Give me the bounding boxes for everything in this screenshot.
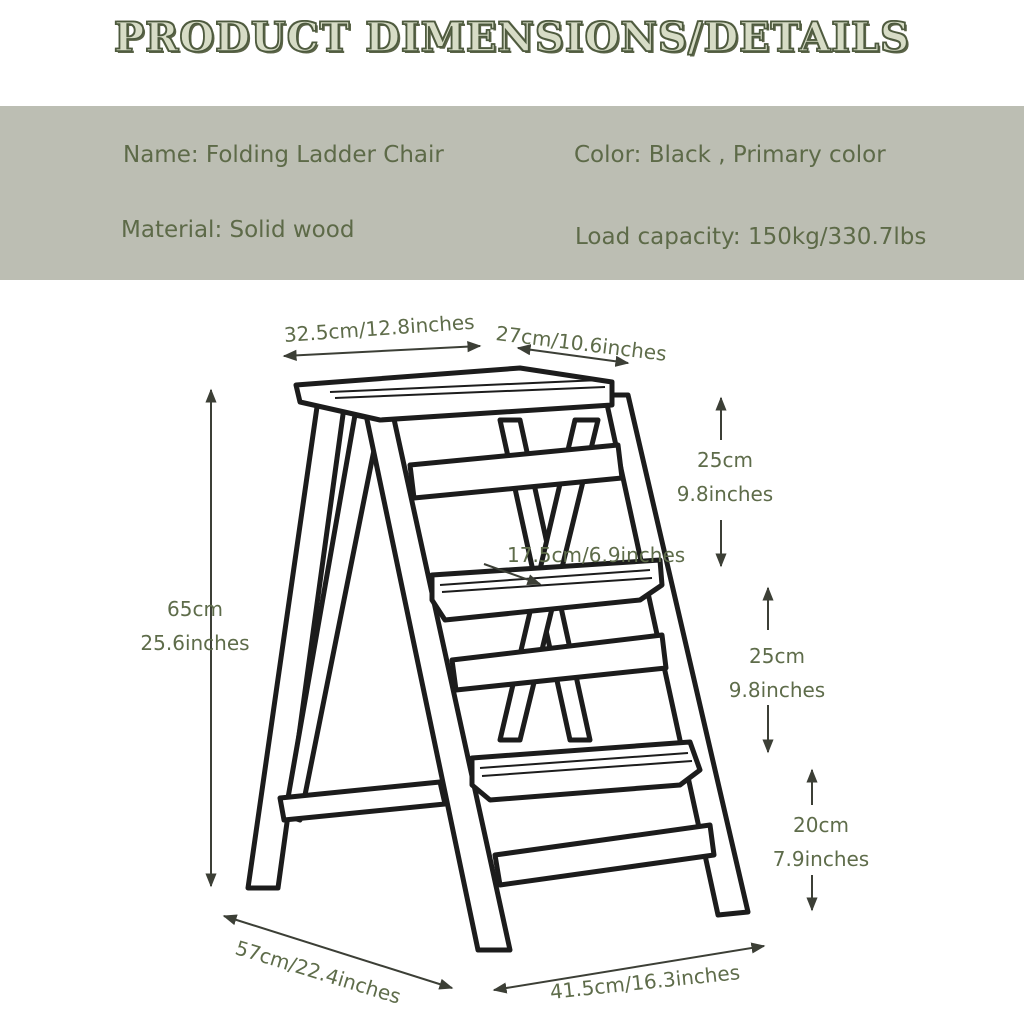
label-gap2-in: 9.8inches [728,678,826,702]
page-title: PRODUCT DIMENSIONS/DETAILS [113,13,910,62]
label-gap3-cm: 20cm [793,813,849,837]
label-height-in: 25.6inches [140,631,250,655]
spec-load-capacity: Load capacity: 150kg/330.7lbs [575,224,927,250]
label-step-depth: 17.5cm/6.9inches [507,543,686,567]
spec-name: Name: Folding Ladder Chair [123,142,444,168]
arrow-top-width [282,341,482,361]
ladder-chair-illustration [245,365,751,953]
label-height-cm: 65cm [167,597,223,621]
spec-color: Color: Black , Primary color [574,142,886,168]
arrow-base-depth [222,914,454,990]
label-gap3-in: 7.9inches [772,847,870,871]
label-gap1-cm: 25cm [697,448,753,472]
spec-material: Material: Solid wood [121,217,355,243]
arrow-top-depth [516,344,630,367]
label-gap1-in: 9.8inches [676,482,774,506]
arrow-step-depth [483,563,542,586]
dimension-arrows [205,341,818,994]
spec-band [0,106,1024,280]
label-gap2-cm: 25cm [749,644,805,668]
arrow-base-width [492,942,766,994]
